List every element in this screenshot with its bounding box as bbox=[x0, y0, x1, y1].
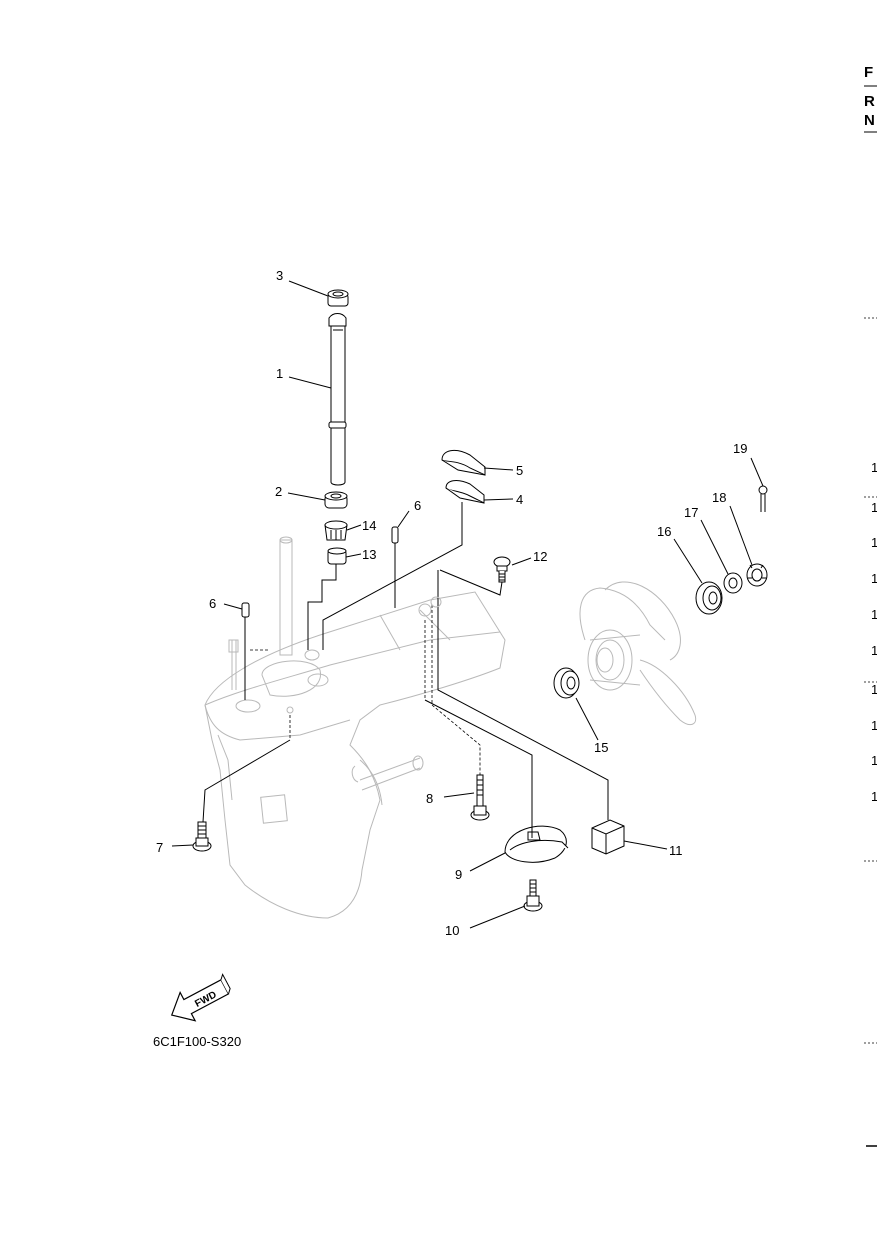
part-6-dowel-pin-upper bbox=[391, 526, 399, 544]
part-12-bolt bbox=[493, 556, 511, 583]
part-3-grommet bbox=[327, 289, 349, 307]
callout-leaders bbox=[171, 280, 764, 929]
part-7-bolt bbox=[192, 821, 212, 852]
part-15-thrust-washer bbox=[553, 667, 580, 699]
edge-number: 1 bbox=[871, 753, 877, 768]
edge-number: 1 bbox=[871, 571, 877, 586]
callout-11: 11 bbox=[669, 843, 683, 858]
part-6-dowel-pin-left bbox=[241, 602, 250, 618]
edge-number: 1 bbox=[871, 460, 877, 475]
diagram-code: 6C1F100-S320 bbox=[153, 1034, 241, 1049]
callout-16: 16 bbox=[657, 524, 671, 539]
callout-6-left: 6 bbox=[209, 596, 216, 611]
callout-19: 19 bbox=[733, 441, 747, 456]
callout-8: 8 bbox=[426, 791, 433, 806]
part-19-cotter-pin bbox=[758, 485, 768, 512]
lower-casing bbox=[204, 536, 506, 919]
part-14-cap bbox=[324, 520, 348, 541]
propeller bbox=[579, 581, 697, 726]
callout-labels: 3 1 2 14 13 6 6 5 4 12 19 18 17 16 15 7 … bbox=[156, 268, 747, 938]
callout-18: 18 bbox=[712, 490, 726, 505]
edge-number: 1 bbox=[871, 607, 877, 622]
edge-number: 1 bbox=[871, 643, 877, 658]
part-18-nut bbox=[746, 563, 768, 587]
edge-number: 1 bbox=[871, 789, 877, 804]
callout-9: 9 bbox=[455, 867, 462, 882]
page-edge-header: F R N 1 1 1 1 1 1 1 1 1 1 bbox=[864, 64, 877, 1147]
edge-letter-f: F bbox=[864, 64, 873, 81]
part-8-bolt bbox=[470, 774, 490, 821]
callout-2: 2 bbox=[275, 484, 282, 499]
callout-7: 7 bbox=[156, 840, 163, 855]
edge-letter-r: R bbox=[864, 93, 875, 110]
fwd-arrow: FWD bbox=[170, 973, 231, 1022]
edge-number: 1 bbox=[871, 682, 877, 697]
part-2-grommet bbox=[324, 491, 348, 509]
assembly-lines bbox=[202, 502, 609, 838]
edge-number: 1 bbox=[871, 500, 877, 515]
edge-number: 1 bbox=[871, 718, 877, 733]
edge-number: 1 bbox=[871, 535, 877, 550]
callout-14: 14 bbox=[362, 518, 376, 533]
part-16-spacer bbox=[695, 581, 723, 615]
part-4-spacer bbox=[445, 480, 485, 504]
part-13-grommet bbox=[327, 547, 347, 565]
callout-5: 5 bbox=[516, 463, 523, 478]
callout-15: 15 bbox=[594, 740, 608, 755]
part-5-spacer bbox=[441, 449, 486, 476]
part-1-water-tube bbox=[328, 313, 347, 486]
callout-17: 17 bbox=[684, 505, 698, 520]
callout-3: 3 bbox=[276, 268, 283, 283]
callout-10: 10 bbox=[445, 923, 459, 938]
part-11-anode bbox=[591, 819, 625, 855]
part-9-trim-tab bbox=[504, 825, 569, 863]
callout-12: 12 bbox=[533, 549, 547, 564]
callout-6-upper: 6 bbox=[414, 498, 421, 513]
edge-letter-n: N bbox=[864, 112, 875, 129]
callout-1: 1 bbox=[276, 366, 283, 381]
callout-13: 13 bbox=[362, 547, 376, 562]
callout-4: 4 bbox=[516, 492, 523, 507]
part-10-bolt bbox=[523, 879, 543, 912]
part-17-washer bbox=[723, 572, 743, 594]
